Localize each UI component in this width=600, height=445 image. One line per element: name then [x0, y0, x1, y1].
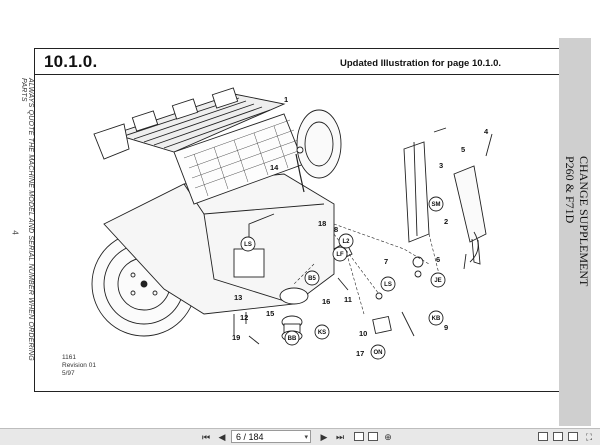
callout-11: 11	[344, 295, 352, 304]
revision-date: 5/97	[62, 370, 75, 377]
callout-15: 15	[266, 309, 274, 318]
svg-text:JE: JE	[434, 278, 441, 284]
svg-text:KS: KS	[318, 330, 326, 336]
callout-7: 7	[384, 257, 388, 266]
badge-l2: L2	[338, 233, 354, 249]
copy-page-icon[interactable]	[354, 432, 364, 441]
badge-ls: LS	[240, 236, 256, 252]
badge-je: JE	[430, 272, 446, 288]
svg-text:LF: LF	[336, 252, 344, 258]
updated-caption: Updated Illustration for page 10.1.0.	[340, 58, 502, 69]
viewer-toolbar: ⏮ ◀ 6 / 184 ▾ ▶ ⏭ ⊕ ⛶	[0, 428, 600, 445]
revision-number: Revision 01	[62, 362, 96, 369]
callout-13: 13	[234, 293, 242, 302]
callout-4: 4	[484, 127, 489, 136]
svg-text:B5: B5	[308, 276, 316, 282]
first-page-icon[interactable]: ⏮	[201, 432, 211, 442]
side-tab-text: CHANGE SUPPLEMENT P260 & F71D	[559, 38, 591, 338]
zoom-in-icon[interactable]: ⊕	[384, 432, 392, 442]
svg-text:BB: BB	[288, 336, 297, 342]
callout-5: 5	[461, 145, 465, 154]
cooling-blower	[296, 109, 342, 179]
svg-text:LS: LS	[244, 242, 252, 248]
revision-code: 1161	[62, 354, 76, 361]
page-marker: 4	[10, 230, 20, 235]
badge-b5: B5	[304, 270, 320, 286]
callout-19: 19	[232, 333, 240, 342]
page-number-field[interactable]: 6 / 184 ▾	[231, 430, 311, 443]
callout-16: 16	[322, 297, 330, 306]
next-page-icon[interactable]: ▶	[320, 432, 328, 442]
callout-9: 9	[444, 323, 448, 332]
callout-8: 8	[334, 225, 338, 234]
badge-ks: KS	[314, 324, 330, 340]
grid-view-icon[interactable]	[568, 432, 578, 441]
callout-12: 12	[240, 313, 248, 322]
side-tab-line1: CHANGE SUPPLEMENT	[577, 156, 591, 287]
svg-text:ON: ON	[374, 350, 383, 356]
badge-sm: SM	[428, 196, 444, 212]
svg-text:KB: KB	[432, 316, 441, 322]
single-page-view-icon[interactable]	[538, 432, 548, 441]
actuator-cylinder	[453, 165, 487, 243]
revision-block: 1161 Revision 01 5/97	[62, 354, 96, 378]
section-number: 10.1.0.	[44, 52, 98, 71]
side-tab: CHANGE SUPPLEMENT P260 & F71D	[559, 38, 591, 426]
svg-text:L2: L2	[342, 239, 350, 245]
badge-lf: LF	[332, 246, 348, 262]
badge-bb: BB	[284, 330, 300, 346]
callout-1: 1	[284, 95, 288, 104]
svg-text:SM: SM	[432, 202, 441, 208]
fullscreen-icon[interactable]: ⛶	[585, 432, 593, 442]
badge-ls: LS	[380, 276, 396, 292]
page-indicator: 6 / 184	[236, 432, 264, 442]
callout-6: 6	[436, 255, 440, 264]
badge-on: ON	[370, 344, 386, 360]
chevron-down-icon[interactable]: ▾	[304, 434, 308, 441]
ordering-notice: ALWAYS QUOTE THE MACHINE MODEL AND SERIA…	[20, 78, 34, 361]
svg-text:LS: LS	[384, 282, 392, 288]
document-page: 10.1.0. Updated Illustration for page 10…	[10, 38, 591, 426]
callout-14: 14	[270, 163, 279, 172]
callout-10: 10	[359, 329, 367, 338]
callout-3: 3	[439, 161, 443, 170]
prev-page-icon[interactable]: ◀	[218, 432, 226, 442]
callout-17: 17	[356, 349, 364, 358]
badge-kb: KB	[428, 310, 444, 326]
two-page-view-icon[interactable]	[553, 432, 563, 441]
header-bar	[34, 48, 560, 75]
side-tab-line2: P260 & F71D	[563, 156, 577, 224]
last-page-icon[interactable]: ⏭	[335, 432, 345, 442]
callout-18: 18	[318, 219, 326, 228]
copy-all-icon[interactable]	[368, 432, 378, 441]
callout-2: 2	[444, 217, 448, 226]
